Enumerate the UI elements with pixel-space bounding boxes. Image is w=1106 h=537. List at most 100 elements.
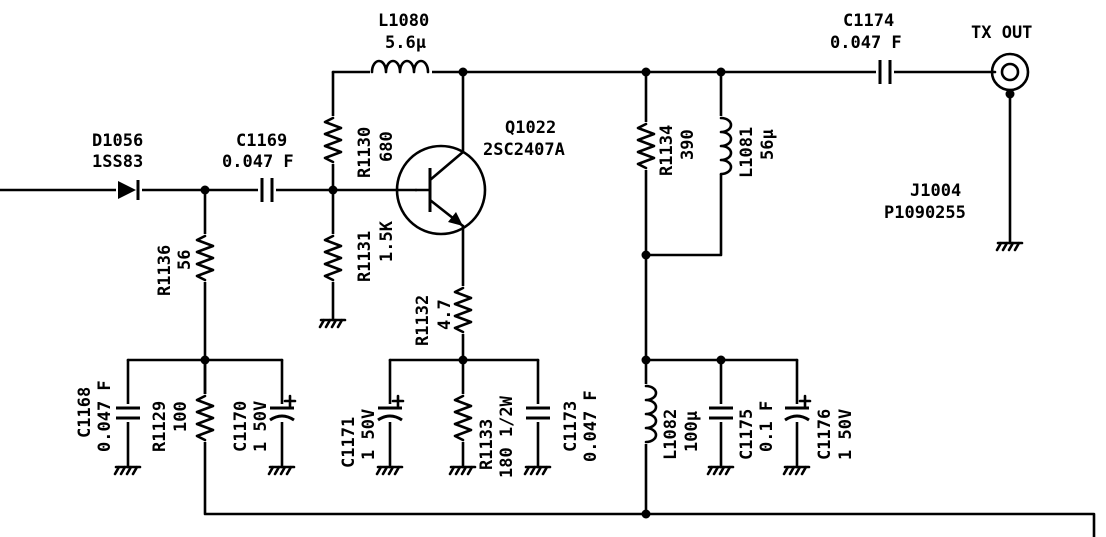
ground-icon [318,318,347,329]
r1131-ref: R1131 [355,231,375,282]
junction-dot [716,67,726,77]
inductor-l1082 [635,384,658,444]
r1129-value: 100 [171,401,191,432]
c1173-value: 0.047 F [581,390,601,462]
ground-icon [782,465,811,476]
j1004-ref: J1004 [910,181,961,201]
capacitor-c1168 [114,404,142,422]
l1082-ref: L1082 [661,409,681,460]
junction-dot [1005,89,1015,99]
coax-connector-j1004 [990,52,1030,92]
ground-icon [375,465,404,476]
components [114,52,1030,444]
l1081-value: 56µ [758,129,778,160]
c1173-ref: C1173 [561,401,581,452]
resistor-r1129 [194,394,216,442]
junction-dot [458,67,468,77]
junction-dot [641,355,651,365]
transistor-q1022 [395,144,487,236]
c1168-ref: C1168 [75,387,95,438]
resistor-r1133 [452,394,474,442]
c1168-value: 0.047 F [95,380,115,452]
inductor-l1081 [710,116,733,176]
electrolytic-capacitor-c1171 [376,394,405,422]
capacitor-c1169 [258,178,276,202]
ground-icon [706,465,735,476]
ground-icon [995,241,1024,252]
junctions [200,67,1015,519]
l1080-ref: L1080 [378,11,429,31]
c1176-ref: C1176 [815,409,835,460]
r1134-ref: R1134 [657,125,677,176]
resistor-icon [195,394,215,442]
electrolytic-capacitor-c1176 [783,394,812,422]
r1130-ref: R1130 [355,127,375,178]
q1022-value: 2SC2407A [483,140,565,160]
r1134-value: 390 [678,129,698,160]
c1171-value: 1 50V [359,409,379,460]
r1129-ref: R1129 [150,401,170,452]
diode-d1056 [116,178,142,202]
resistor-r1136 [194,234,216,282]
r1130-value: 680 [377,131,397,162]
c1169-ref: C1169 [236,131,287,151]
capacitor-c1175 [707,404,735,422]
npn-transistor-icon [395,144,487,236]
junction-dot [641,250,651,260]
junction-dot [641,509,651,519]
ground-symbols [113,241,1024,476]
r1136-value: 56 [175,250,195,270]
r1133-value: 180 1/2W [497,395,517,478]
coax-connector-icon [990,52,1030,92]
c1171-ref: C1171 [339,417,359,468]
ground-icon [523,465,552,476]
junction-dot [716,355,726,365]
c1169-value: 0.047 F [222,152,294,172]
resistor-icon [453,286,473,334]
junction-dot [328,185,338,195]
resistor-icon [323,234,343,282]
resistor-icon [323,116,343,164]
l1082-value: 100µ [682,411,702,452]
junction-dot [641,67,651,77]
capacitor-c1174 [876,60,894,84]
l1080-value: 5.6µ [385,33,426,53]
c1170-value: 1 50V [251,401,271,452]
tx-out-label: TX OUT [971,23,1032,43]
inductor-l1080 [370,58,432,78]
d1056-ref: D1056 [92,131,143,151]
ground-icon [448,465,477,476]
resistor-r1134 [635,122,657,170]
electrolytic-capacitor-c1170 [268,394,297,422]
c1170-ref: C1170 [231,401,251,452]
capacitor-c1173 [524,404,552,422]
c1175-value: 0.1 F [757,401,777,452]
diode-icon [118,181,136,199]
q1022-ref: Q1022 [505,118,556,138]
r1132-ref: R1132 [413,295,433,346]
ground-icon [267,465,296,476]
l1081-ref: L1081 [737,127,757,178]
j1004-value: P1090255 [884,203,966,223]
resistor-r1131 [322,234,344,282]
r1136-ref: R1136 [155,245,175,296]
labels: L1080 5.6µ C1174 0.047 F TX OUT D1056 1S… [75,11,1032,478]
c1175-ref: C1175 [737,409,757,460]
resistor-r1132 [452,286,474,334]
junction-dot [200,185,210,195]
resistor-icon [195,234,215,282]
inductor-icon [644,384,658,444]
r1133-ref: R1133 [477,419,497,470]
c1174-ref: C1174 [843,11,894,31]
junction-dot [200,355,210,365]
inductor-icon [719,116,733,176]
ground-icon [113,465,142,476]
r1131-value: 1.5K [377,220,397,262]
junction-dot [458,355,468,365]
inductor-icon [370,59,430,74]
c1174-value: 0.047 F [830,33,902,53]
resistor-r1130 [322,116,344,164]
resistor-icon [453,394,473,442]
r1132-value: 4.7 [435,299,455,330]
